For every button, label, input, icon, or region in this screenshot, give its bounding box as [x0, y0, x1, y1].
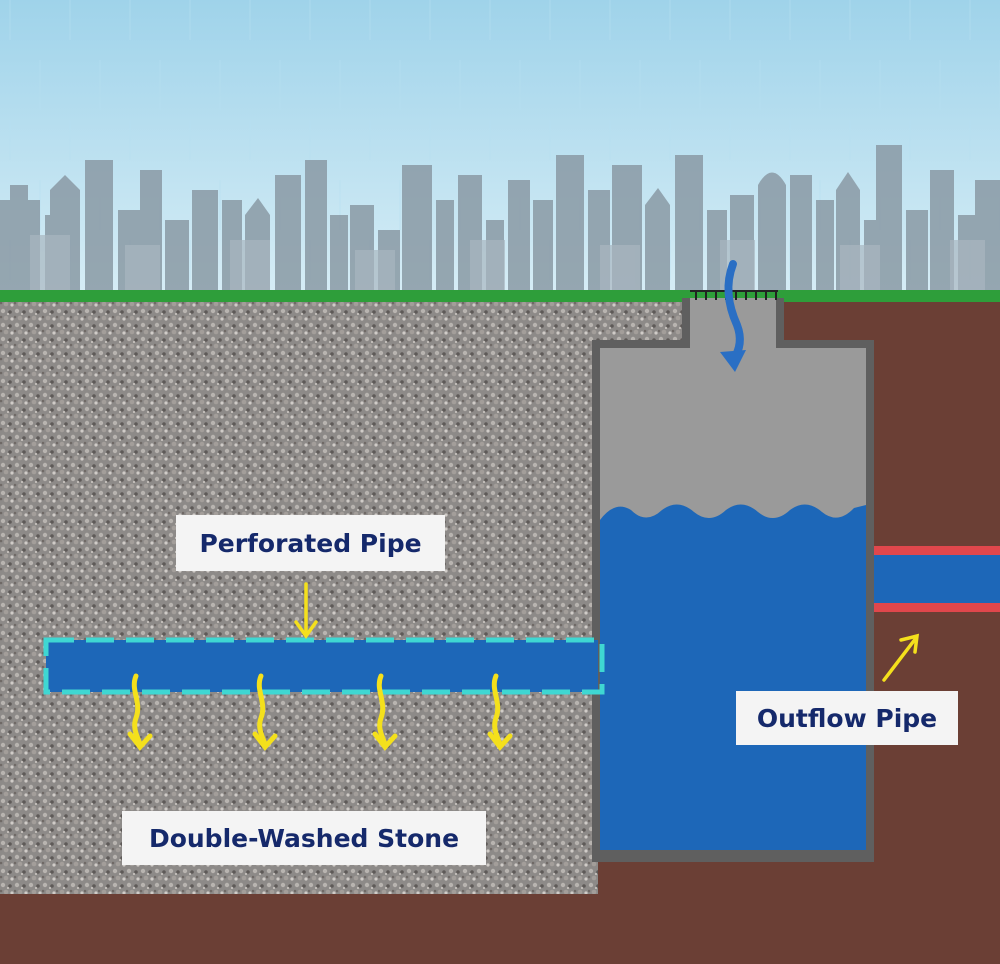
- outflow-pipe-pointer-icon: [882, 633, 920, 682]
- grass-line: [0, 290, 1000, 302]
- water-fill: [600, 504, 866, 850]
- stone-label: Double-Washed Stone: [122, 811, 486, 865]
- outflow-pipe: [865, 546, 1000, 612]
- perforated-pipe-label: Perforated Pipe: [176, 515, 445, 571]
- seepage-arrow-icon: [487, 673, 513, 751]
- seepage-arrow-icon: [127, 673, 153, 751]
- perforated-pipe-pointer-icon: [294, 582, 318, 640]
- perforated-pipe: [43, 637, 605, 695]
- seepage-arrow-icon: [252, 673, 278, 751]
- seepage-arrows: [127, 673, 513, 751]
- outflow-pipe-label: Outflow Pipe: [736, 691, 958, 745]
- stone-bed: [0, 300, 598, 894]
- seepage-arrow-icon: [372, 673, 398, 751]
- storage-tank: [592, 298, 874, 862]
- inflow-arrow-icon: [720, 260, 746, 372]
